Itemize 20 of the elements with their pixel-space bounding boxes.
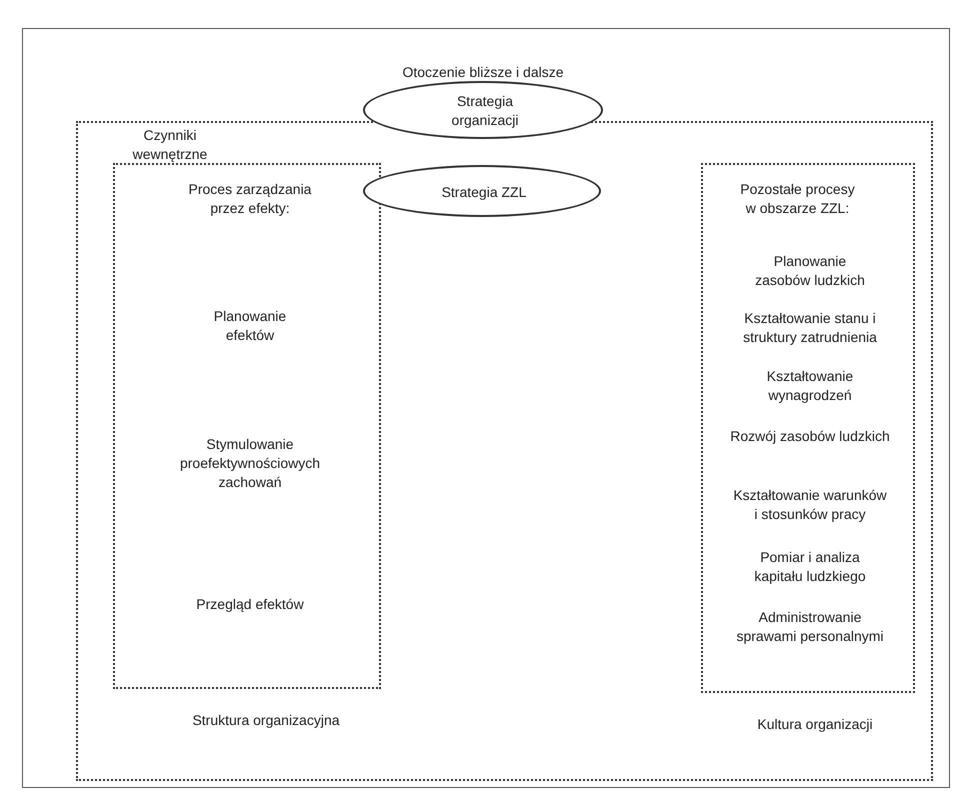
label-text: Otoczenie bliższe i dalsze [401, 63, 565, 82]
label-text: Kultura organizacji [756, 715, 874, 734]
label-text: Stymulowanie proefektywnościowych zachowań [178, 435, 322, 492]
label-text: Struktura organizacyjna [191, 711, 341, 730]
label-text: Kształtowanie warunków i stosunków pracy [732, 486, 888, 524]
label-text: Pozostałe procesy w obszarze ZZL: [739, 180, 856, 218]
label-text: Pomiar i analiza kapitału ludzkiego [753, 548, 867, 586]
label-text: Kształtowanie stanu i struktury zatrudnienia [742, 309, 878, 347]
label-text: Czynniki wewnętrzne [132, 126, 208, 164]
label-text: Strategia ZZL [440, 183, 528, 202]
process-frame [701, 163, 915, 693]
label-text: Strategia organizacji [450, 92, 520, 130]
label-text: Administrowanie sprawami personalnymi [735, 608, 885, 646]
label-text: Planowanie zasobów ludzkich [754, 252, 866, 290]
label-text: Kształtowanie wynagrodzeń [766, 367, 854, 405]
label-text: Planowanie efektów [212, 307, 288, 345]
environment-frame [22, 28, 950, 788]
label-text: Proces zarządzania przez efekty: [188, 180, 312, 218]
label-text: Rozwój zasobów ludzkich [730, 427, 890, 446]
label-text: Przegląd efektów [195, 595, 305, 614]
